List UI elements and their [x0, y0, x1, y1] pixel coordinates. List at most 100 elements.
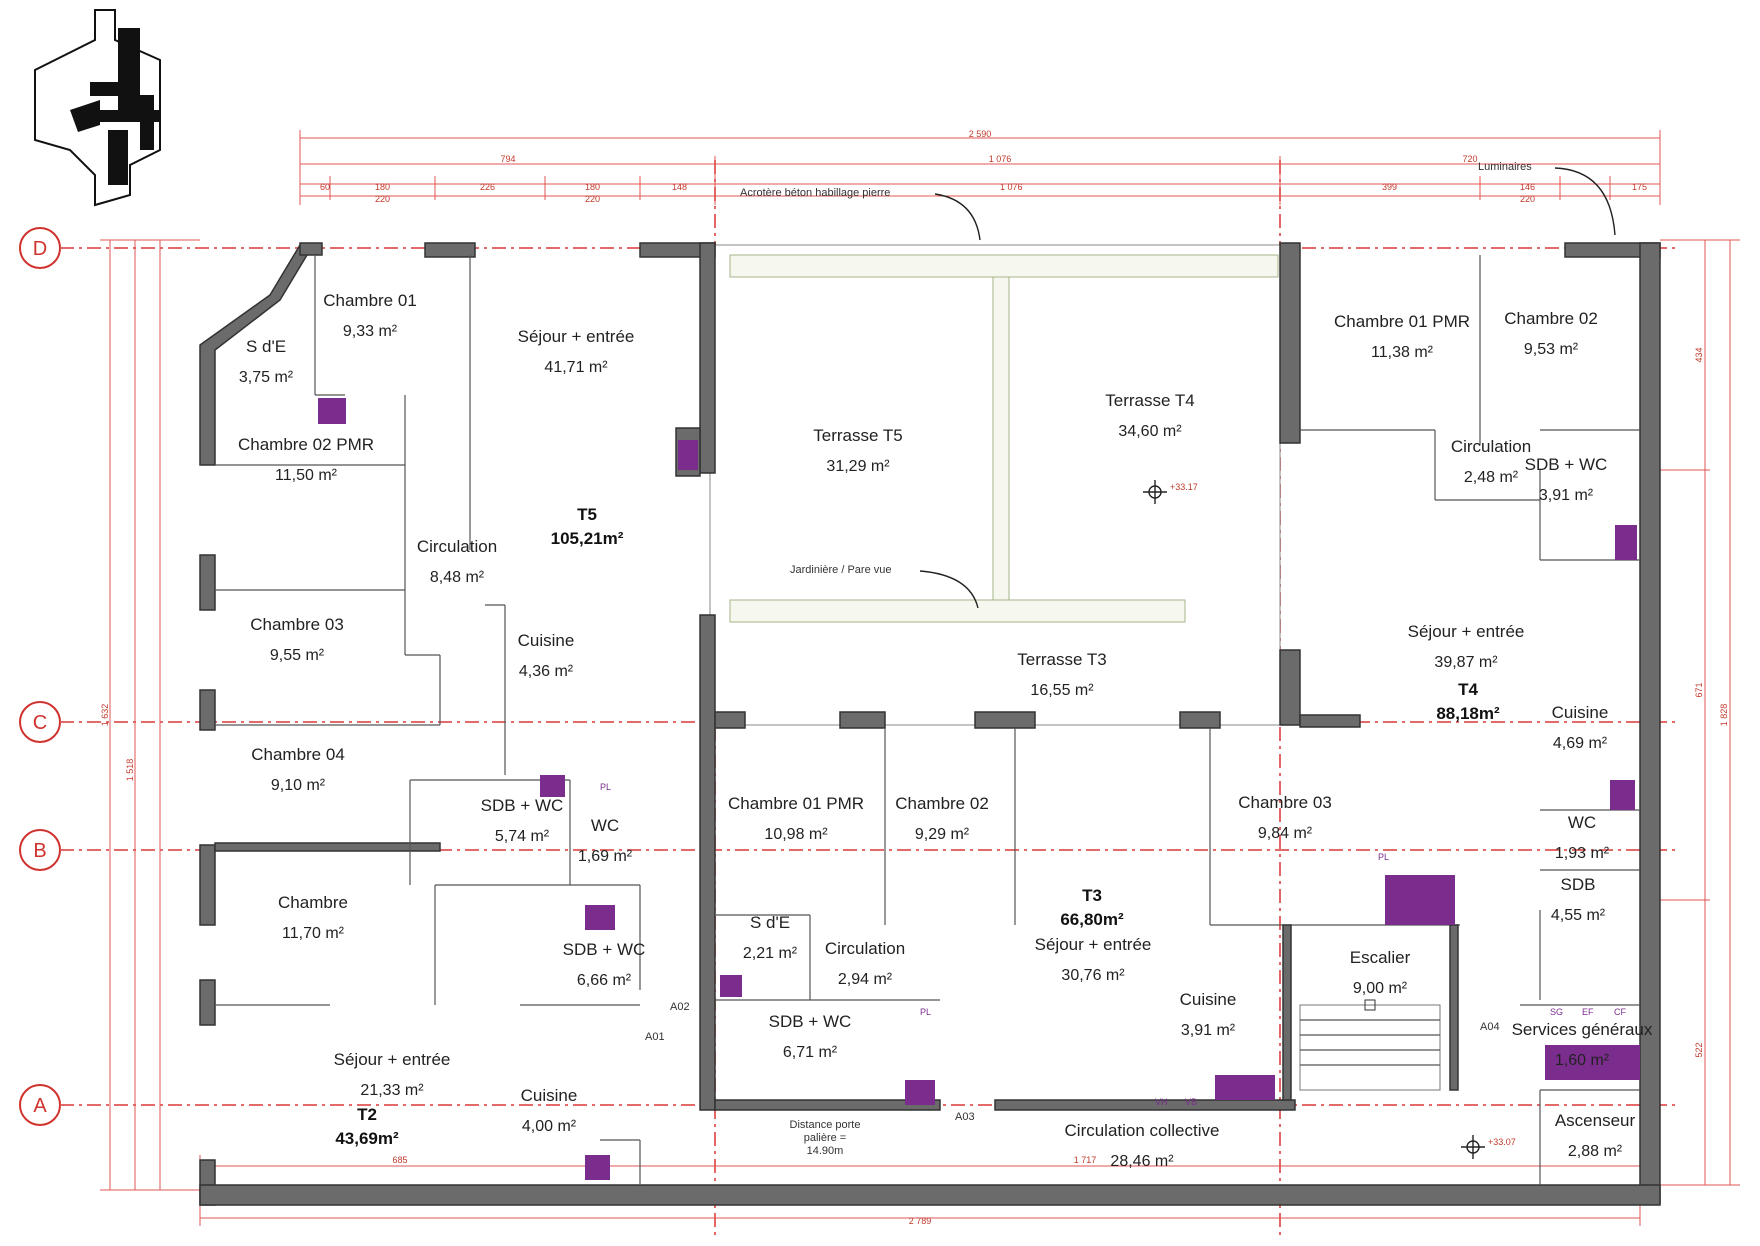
tag-cf: CF	[1614, 1007, 1626, 1017]
room-name: Cuisine	[518, 631, 575, 650]
dim-right-seg-2: 671	[1694, 682, 1704, 697]
room-1: Chambre 01 9,33 m²	[323, 291, 417, 340]
room-area: 6,71 m²	[783, 1044, 838, 1061]
room-name: Chambre 03	[250, 615, 344, 634]
grid-label-b: B	[33, 840, 46, 862]
interior-partitions	[214, 255, 1640, 1185]
apartment-t4-area: 88,18m²	[1436, 704, 1500, 723]
arrow-acrotere	[934, 193, 981, 241]
room-16: Terrasse T4 34,60 m²	[1105, 391, 1194, 440]
room-name: Circulation	[417, 537, 497, 556]
room-area: 9,33 m²	[343, 323, 398, 340]
room-name: Chambre 01	[323, 291, 417, 310]
room-name: Terrasse T3	[1017, 650, 1106, 669]
room-area: 3,75 m²	[239, 369, 294, 386]
room-name: Services généraux	[1512, 1020, 1653, 1039]
room-name: Chambre 01 PMR	[728, 794, 864, 813]
room-area: 9,10 m²	[271, 777, 326, 794]
annotation-distance-2: palière =	[804, 1132, 847, 1144]
room-area: 1,60 m²	[1555, 1052, 1610, 1069]
architect-logo	[34, 9, 161, 207]
apartment-t2-area: 43,69m²	[335, 1129, 399, 1148]
room-22: SDB + WC 6,71 m²	[769, 1012, 852, 1061]
door-tag-a02: A02	[670, 1001, 690, 1013]
dim-sub-12: 175	[1632, 182, 1647, 192]
room-area: 4,00 m²	[522, 1118, 577, 1135]
room-name: Terrasse T4	[1105, 391, 1194, 410]
room-name: Escalier	[1350, 948, 1411, 967]
dim-sub-2: 180	[375, 182, 390, 192]
technical-shafts	[318, 398, 1640, 1180]
room-area: 21,33 m²	[360, 1082, 424, 1099]
room-area: 34,60 m²	[1118, 423, 1182, 440]
grid-label-a: A	[33, 1095, 47, 1117]
dim-bottom-seg-1: 685	[392, 1155, 407, 1165]
room-name: Chambre 03	[1238, 793, 1332, 812]
planter-divider	[992, 276, 1010, 601]
room-19: Chambre 029,29 m²	[895, 794, 989, 843]
door-tag-a01: A01	[645, 1031, 665, 1043]
dim-sub-7: 148	[672, 182, 687, 192]
door-tag-a04: A04	[1480, 1021, 1500, 1033]
tag-vb-1: VB	[1185, 1097, 1197, 1107]
room-name: Circulation collective	[1065, 1121, 1220, 1140]
level-label-2: +33.07	[1488, 1137, 1516, 1147]
dim-right-seg-1: 434	[1694, 347, 1704, 362]
room-12: SDB + WC6,66 m²	[563, 940, 646, 989]
room-15: Terrasse T5 31,29 m²	[813, 426, 902, 475]
room-name: Cuisine	[521, 1086, 578, 1105]
annotation-jardiniere: Jardinière / Pare vue	[790, 564, 892, 576]
room-area: 4,55 m²	[1551, 907, 1606, 924]
room-area: 5,74 m²	[495, 828, 550, 845]
room-30: Circulation 2,48 m²	[1451, 437, 1531, 486]
tag-vh-1: VH	[1155, 1097, 1168, 1107]
room-area: 31,29 m²	[826, 458, 890, 475]
room-6: Chambre 039,55 m²	[250, 615, 344, 664]
dim-left-sub: 1 518	[125, 759, 135, 782]
room-area: 6,66 m²	[577, 972, 632, 989]
room-labels: Chambre 01 9,33 m² S d'E 3,75 m² Séjour + en…	[238, 291, 1653, 1170]
room-9: SDB + WC5,74 m²	[481, 796, 564, 845]
room-area: 11,50 m²	[275, 467, 338, 484]
dim-top-seg-3: 720	[1462, 154, 1477, 164]
annotation-acrotere: Acrotère béton habillage pierre	[740, 187, 890, 199]
room-name: Ascenseur	[1555, 1111, 1636, 1130]
room-name: WC	[591, 816, 619, 835]
room-24: Chambre 039,84 m²	[1238, 793, 1332, 842]
room-area: 28,46 m²	[1110, 1153, 1174, 1170]
dim-bottom-seg-2: 1 717	[1074, 1155, 1097, 1165]
room-area: 2,48 m²	[1464, 469, 1519, 486]
room-name: S d'E	[750, 913, 790, 932]
room-name: Terrasse T5	[813, 426, 902, 445]
level-marker-1	[1143, 480, 1167, 504]
room-36: Services généraux 1,60 m²	[1512, 1020, 1653, 1069]
room-7: Cuisine 4,36 m²	[518, 631, 575, 680]
dim-top-total: 2 590	[969, 129, 992, 139]
room-area: 4,36 m²	[519, 663, 574, 680]
room-area: 9,53 m²	[1524, 341, 1579, 358]
room-name: Circulation	[1451, 437, 1531, 456]
dim-sub-8: 1 076	[1000, 182, 1023, 192]
apartment-t5-name: T5	[577, 505, 597, 524]
dim-top-seg-1: 794	[500, 154, 515, 164]
tag-ef-2: EF	[1580, 1067, 1592, 1077]
room-area: 30,76 m²	[1061, 967, 1125, 984]
dim-sub-4: 226	[480, 182, 495, 192]
room-name: SDB + WC	[769, 1012, 852, 1031]
room-name: SDB + WC	[1525, 455, 1608, 474]
apartment-t4-name: T4	[1458, 680, 1478, 699]
apartment-labels: T5 105,21m² T3 66,80m² T4 88,18m² T2 43,…	[335, 505, 1500, 1148]
top-dimension-lines	[299, 130, 1661, 205]
dim-sub-11: 220	[1520, 194, 1535, 204]
annotation-luminaires: Luminaires	[1478, 161, 1532, 173]
room-name: Chambre 02	[895, 794, 989, 813]
dim-bottom-total: 2 789	[909, 1216, 932, 1226]
apartment-t3-area: 66,80m²	[1060, 910, 1124, 929]
